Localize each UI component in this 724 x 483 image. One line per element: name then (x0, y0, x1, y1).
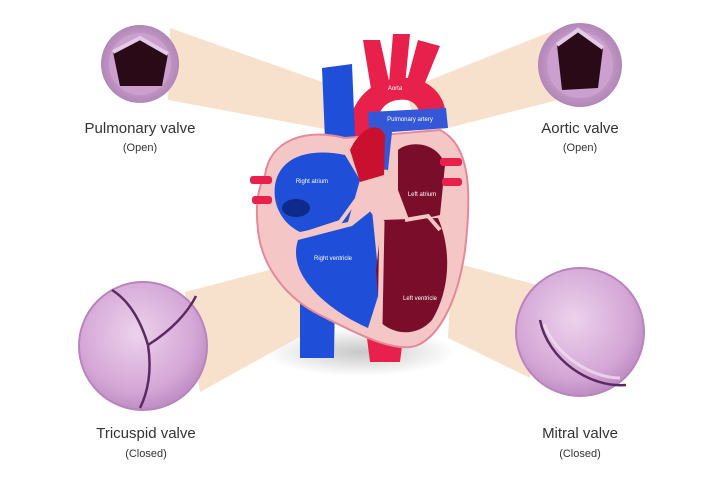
label-left-atrium: Left atrium (408, 192, 436, 198)
label-pulmonary-artery: Pulmonary artery (387, 117, 433, 123)
mitral-valve-label: Mitral valve (542, 425, 618, 442)
tricuspid-valve-label: Tricuspid valve (96, 425, 196, 442)
aortic-root (350, 127, 385, 182)
pulmonary-valve-label: Pulmonary valve (84, 120, 196, 137)
mitral-leaflet (404, 213, 442, 232)
left-atrium (398, 144, 445, 222)
interventricular-septum (370, 208, 385, 326)
label-right-atrium: Right atrium (296, 179, 328, 185)
pulmonary-valve-state: (Open) (122, 142, 158, 154)
tricuspid-leaflet (299, 198, 358, 237)
aortic-valve-open-icon (538, 23, 622, 107)
beam-pulmonary (168, 28, 345, 130)
label-aorta: Aorta (388, 86, 403, 92)
pulmonary-valve-open-icon (101, 25, 179, 103)
mitral-valve-state: (Closed) (559, 448, 601, 460)
mitral-valve-closed-icon (515, 267, 645, 397)
right-ventricle (296, 210, 380, 328)
right-atrium (274, 152, 360, 232)
aortic-valve-state: (Open) (562, 142, 598, 154)
pulmonary-artery (368, 108, 448, 170)
tricuspid-valve-closed-icon (78, 281, 208, 411)
left-ventricle (376, 218, 448, 333)
aortic-valve-label: Aortic valve (541, 120, 619, 137)
label-left-ventricle: Left ventricle (403, 296, 438, 302)
coronary-sinus-opening (282, 199, 310, 217)
tricuspid-valve-state: (Closed) (125, 448, 167, 460)
pulmonary-veins (250, 158, 462, 204)
label-right-ventricle: Right ventricle (314, 256, 353, 262)
